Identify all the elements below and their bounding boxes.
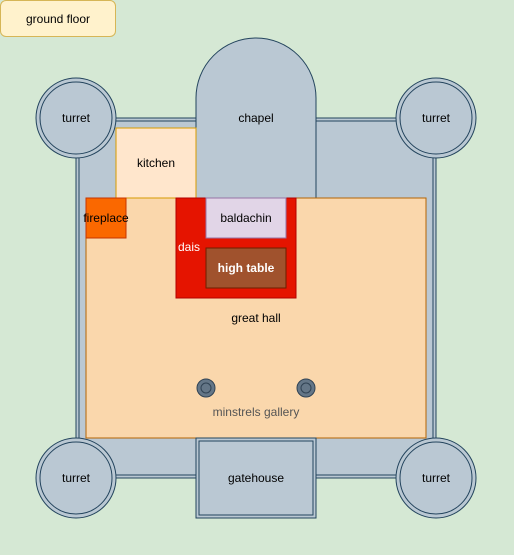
gatehouse	[195, 437, 317, 519]
gallery-column-left	[196, 378, 216, 398]
chapel	[195, 37, 317, 199]
high-table	[205, 247, 287, 289]
floor-label: ground floor	[0, 0, 116, 37]
turret-bottom-right	[395, 437, 477, 519]
turret-bottom-left	[35, 437, 117, 519]
gallery-column-right	[296, 378, 316, 398]
turret-top-right	[395, 77, 477, 159]
kitchen	[115, 127, 197, 199]
baldachin	[205, 197, 287, 239]
fireplace	[85, 197, 127, 239]
turret-top-left	[35, 77, 117, 159]
